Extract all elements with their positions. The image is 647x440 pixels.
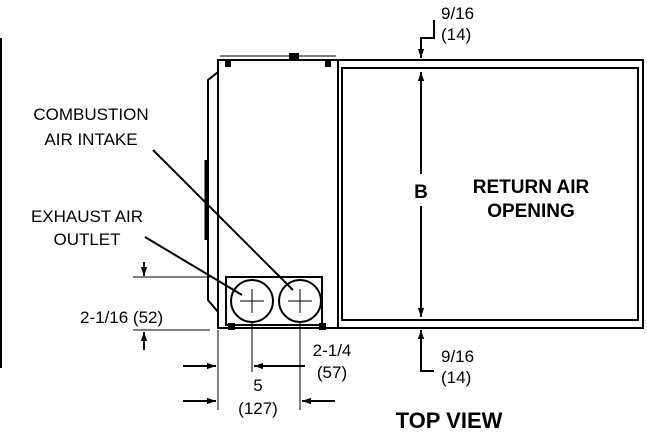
bottom-clearance-fraction: 9/16 — [441, 347, 474, 366]
top-clearance-dim — [417, 20, 435, 58]
furnace-cabinet — [204, 53, 644, 330]
dimension-b-label: B — [414, 182, 428, 203]
exhaust-leader — [144, 236, 243, 296]
return-air-opening — [341, 67, 639, 321]
exhaust-label-line1: EXHAUST AIR — [31, 207, 143, 226]
intake-pipe-circle — [278, 279, 322, 323]
bottom-clearance-mm: (14) — [441, 368, 471, 387]
pipe-offset-dim — [133, 262, 210, 350]
pipe-spacing-in: 2-1/4 — [313, 341, 352, 360]
return-air-label-line1: RETURN AIR — [473, 177, 590, 198]
overall-width-mm: (127) — [238, 399, 278, 418]
pipe-spacing-mm: (57) — [317, 363, 347, 382]
return-air-label-line2: OPENING — [487, 201, 575, 222]
exhaust-pipe-circle — [230, 279, 274, 323]
overall-width-in: 5 — [253, 376, 262, 395]
exhaust-label-line2: OUTLET — [53, 230, 120, 249]
top-clearance-fraction: 9/16 — [441, 4, 474, 23]
pipe-spacing-dim — [183, 322, 305, 410]
page-edge-line — [0, 38, 2, 368]
pipe-offset-label: 2-1/16 (52) — [80, 308, 163, 327]
bottom-clearance-dim — [417, 330, 434, 372]
combustion-label-line1: COMBUSTION — [33, 105, 148, 124]
combustion-leader — [152, 149, 294, 291]
view-title: TOP VIEW — [396, 408, 503, 433]
combustion-label-line2: AIR INTAKE — [44, 130, 137, 149]
top-clearance-mm: (14) — [441, 25, 471, 44]
